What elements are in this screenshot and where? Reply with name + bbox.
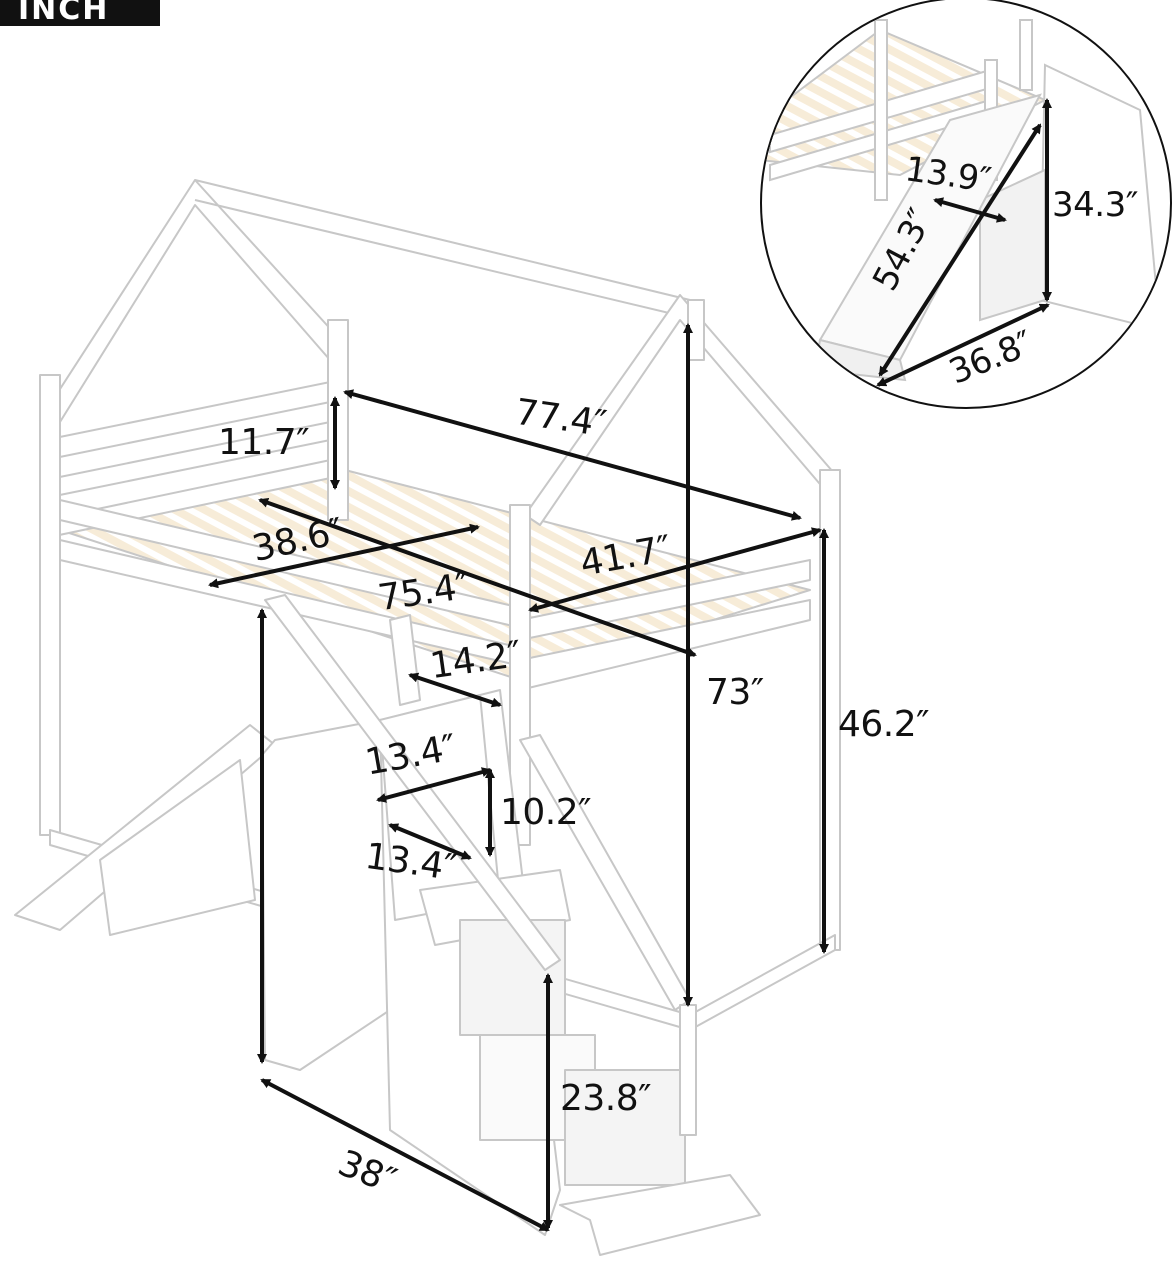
arrow-bed-width-front	[528, 527, 822, 613]
label-floor-to-platform: 46.2″	[838, 704, 930, 745]
post-back-left	[39, 374, 61, 836]
dimension-arrows	[208, 323, 829, 1232]
label-overall-height: 73″	[706, 672, 764, 713]
arrow-step-depth	[388, 823, 472, 860]
label-stair-front-height: 23.8″	[560, 1078, 652, 1119]
arrow-stair-base-depth	[260, 1078, 550, 1232]
label-step-riser: 10.2″	[500, 792, 592, 833]
slide-inset	[760, 0, 1172, 409]
post-back-mid	[327, 319, 349, 521]
arrow-bed-length-top	[343, 389, 802, 521]
arrow-step-width-top	[376, 767, 492, 803]
label-rail-height: 11.7″	[218, 422, 310, 463]
arrow-ladder-opening	[408, 672, 502, 708]
label-slide-height: 34.3″	[1052, 185, 1138, 225]
arrow-inner-length	[258, 497, 697, 658]
pull-out-step	[559, 1174, 761, 1256]
unit-badge: INCH	[0, 0, 160, 26]
post-back-right	[687, 299, 705, 361]
arrow-slide-base	[876, 303, 1050, 387]
bed-frame	[14, 179, 841, 1256]
